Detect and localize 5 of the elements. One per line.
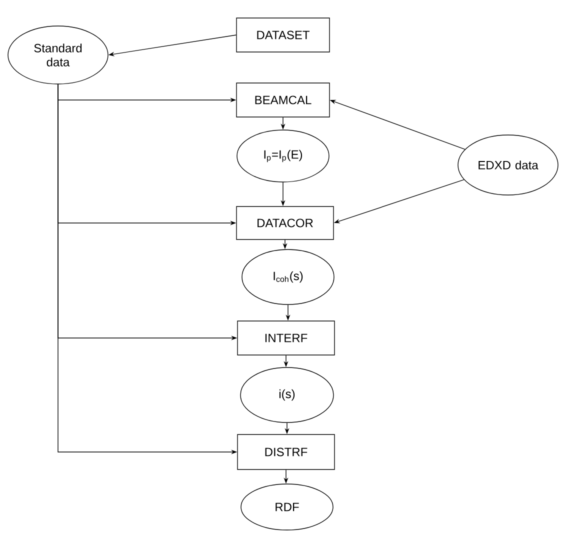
program-box: BEAMCAL [236,82,330,118]
program-box: INTERF [237,320,335,356]
program-box: DATACOR [236,206,334,240]
program-box: DATASET [236,18,330,52]
program-box: DISTRF [237,434,335,470]
